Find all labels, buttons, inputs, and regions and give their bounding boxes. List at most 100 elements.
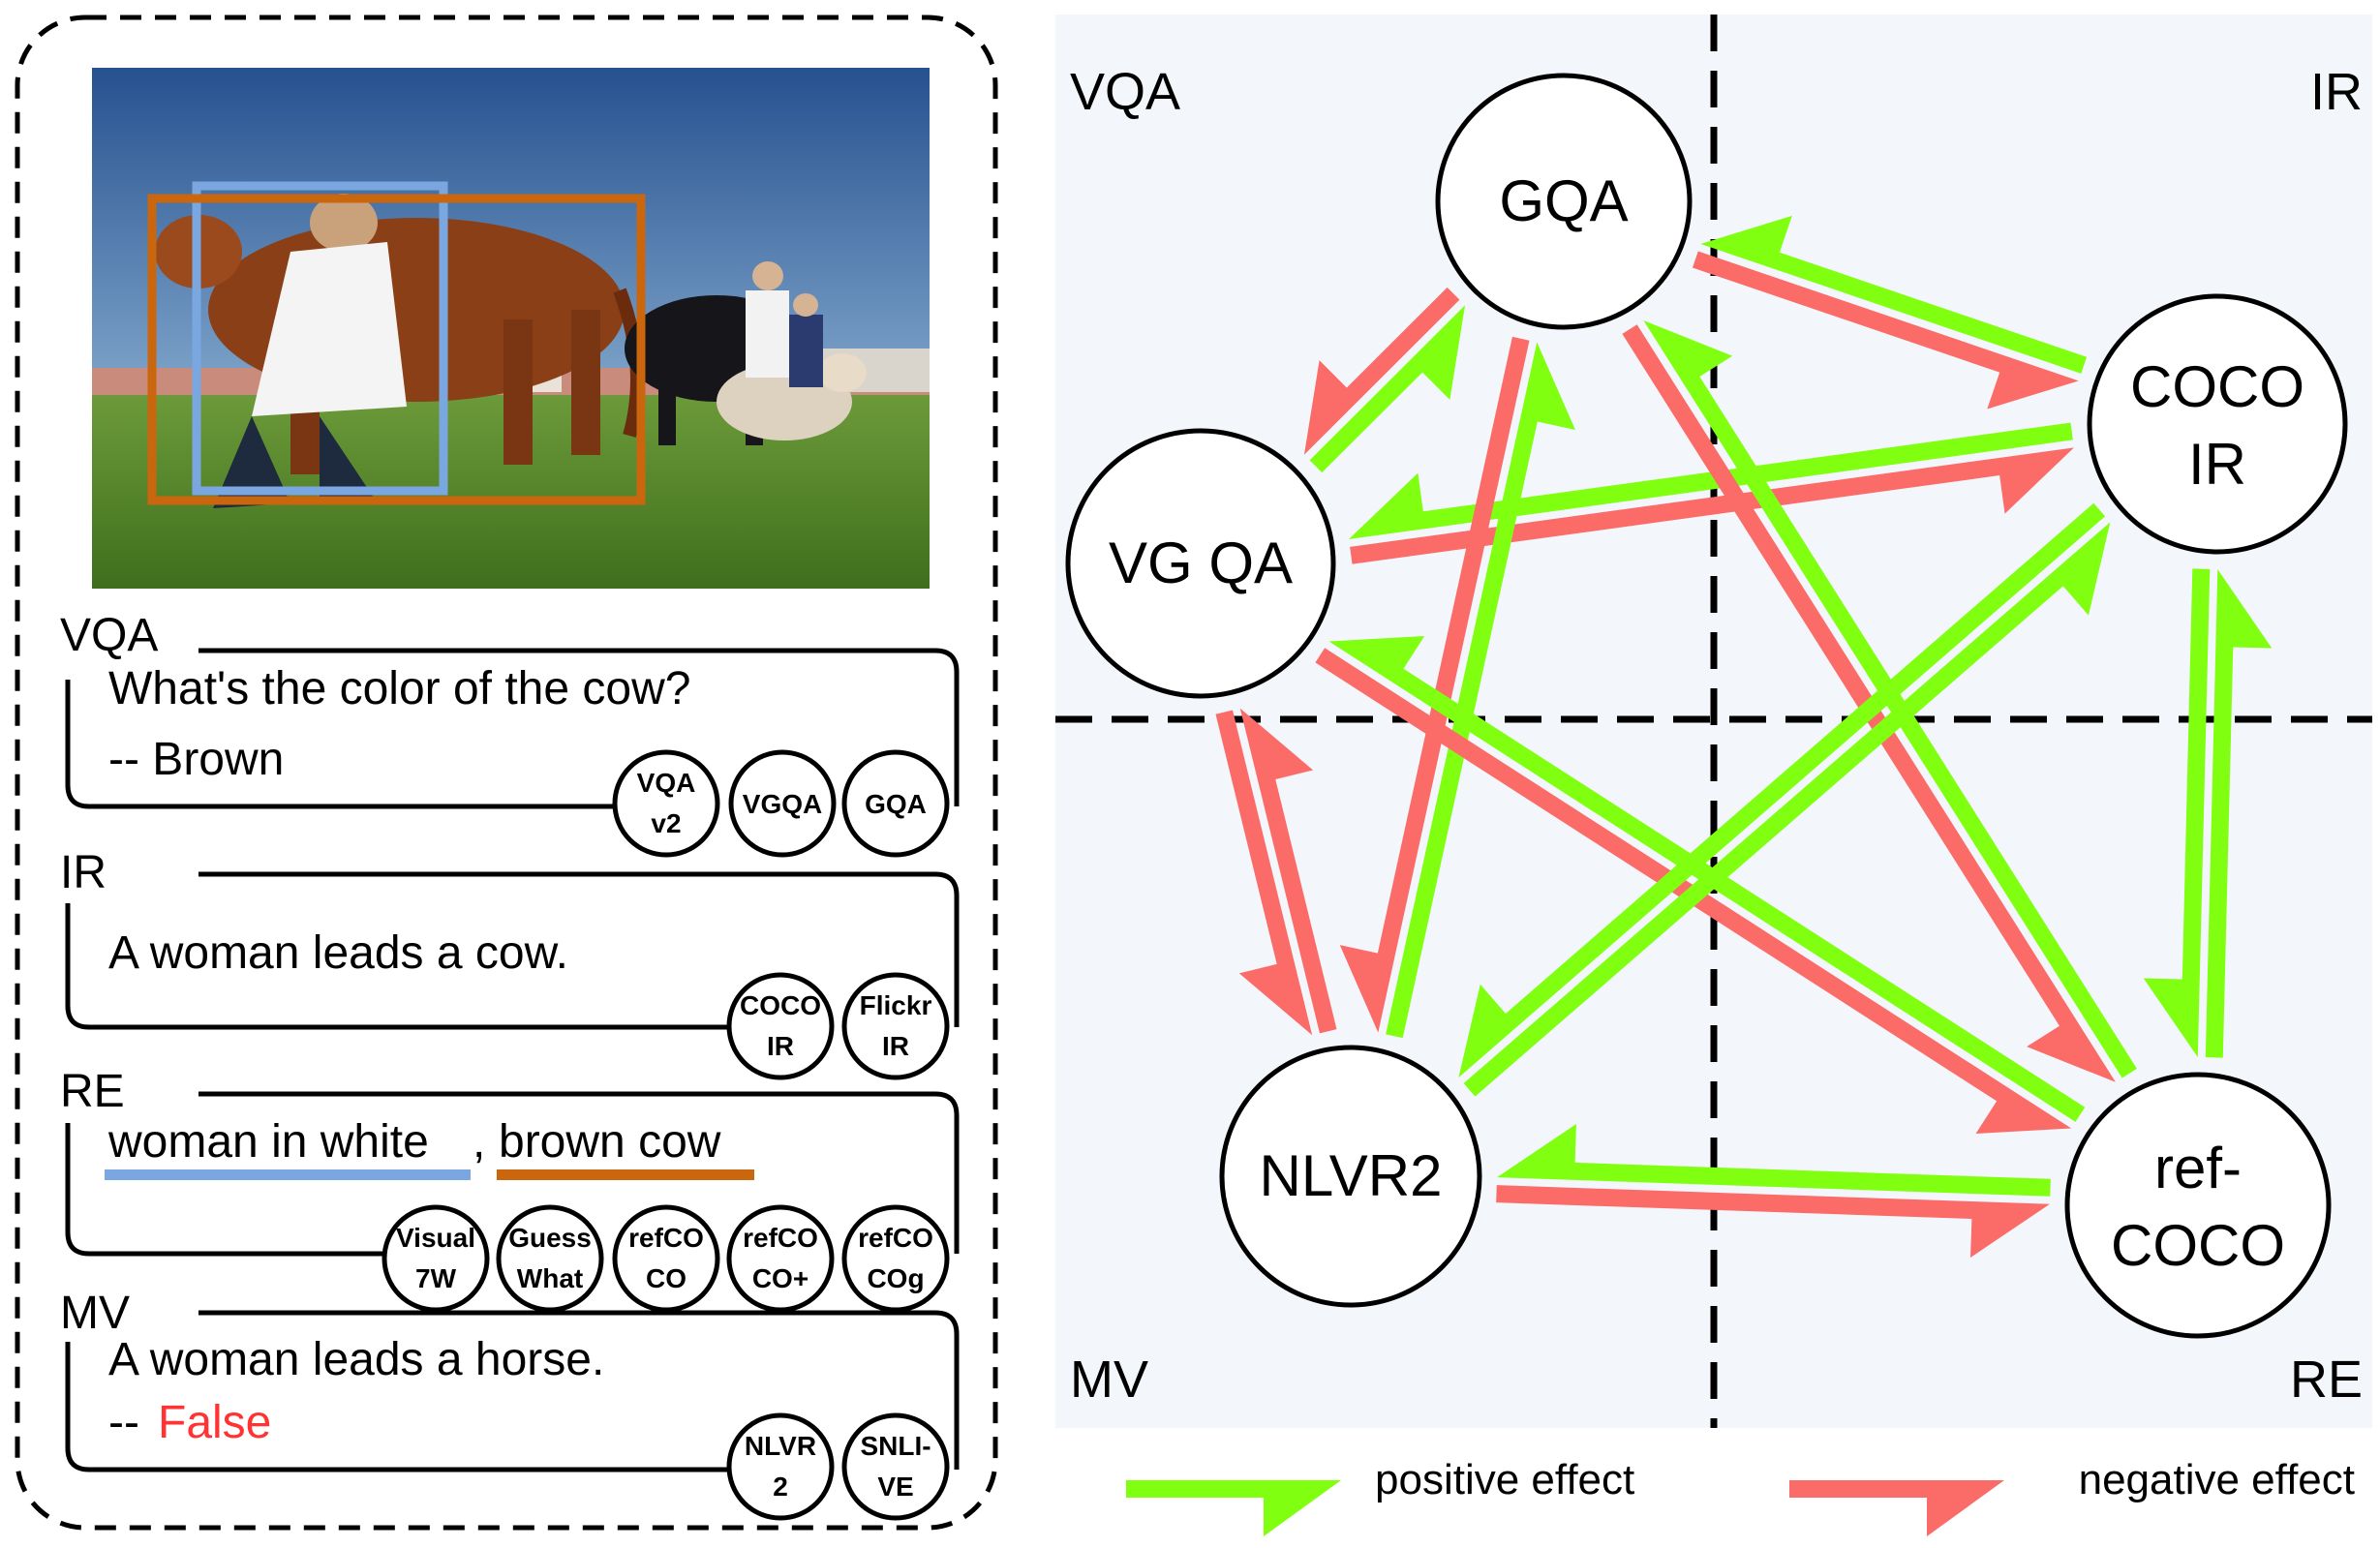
edge-cocoir-to-nlvr2-positive: [1458, 502, 2106, 1078]
node-label: ref-: [2154, 1136, 2242, 1200]
dataset-badge-label: VQA: [637, 768, 696, 798]
woman-bounding-box: [192, 181, 448, 496]
dataset-badge-label: VGQA: [743, 789, 822, 819]
node-vgqa: VG QA: [1065, 428, 1336, 699]
task-bracket-ir: [65, 871, 960, 1030]
dataset-badge: VGQA: [728, 749, 837, 858]
dataset-badge-label: COCO: [740, 990, 821, 1020]
edge-nlvr2-to-gqa-positive: [1386, 342, 1575, 1039]
dataset-badge-circle: [726, 1412, 835, 1521]
edge-layer: [1215, 215, 2273, 1258]
node-refcoco: ref- COCO: [2064, 1072, 2332, 1339]
quadrant-label-mv: MV: [1070, 1351, 1148, 1409]
edge-refcoco-to-nlvr2-positive: [1497, 1123, 2051, 1197]
edge-vgqa-to-cocoir-negative: [1350, 447, 2074, 564]
re-underline-woman: [105, 1169, 471, 1180]
node-label: COCO: [2130, 354, 2304, 419]
cow-bounding-box: [147, 194, 646, 505]
node-circle: [2064, 1072, 2332, 1339]
node-label: NLVR2: [1260, 1143, 1443, 1208]
node-circle: [1435, 73, 1693, 330]
legend-negative-label: negative effect: [2079, 1456, 2355, 1503]
dataset-badge-label: Visual: [396, 1223, 475, 1253]
re-phrase-separator: ,: [473, 1116, 485, 1168]
node-label: IR: [2188, 432, 2246, 497]
quadrant-label-vqa: VQA: [1070, 63, 1180, 121]
dataset-badge-label: COg: [867, 1263, 924, 1293]
edge-gqa-to-cocoir-negative: [1692, 251, 2079, 410]
dataset-badge-circle: [841, 1412, 950, 1521]
transfer-graph-panel: VQA IR MV RE GQA COCO IR VG QA NLVR2 ref- COCO: [1055, 15, 2372, 1428]
re-phrase-woman: woman in white: [107, 1116, 429, 1168]
dataset-badge-label: CO+: [752, 1263, 809, 1293]
dataset-badge-label: VE: [877, 1472, 913, 1502]
edge-refcoco-to-cocoir-positive: [2205, 569, 2273, 1058]
node-label: VG QA: [1109, 531, 1293, 595]
edge-cocoir-to-refcoco-positive: [2143, 568, 2211, 1057]
quadrant-label-re: RE: [2290, 1351, 2363, 1409]
dataset-badge-circle: [496, 1204, 604, 1313]
dataset-badge-label: refCO: [743, 1223, 818, 1253]
dataset-badge-label: What: [517, 1263, 583, 1293]
edge-nlvr2-to-cocoir-positive: [1463, 522, 2111, 1097]
dataset-badge-circle: [841, 972, 950, 1080]
dataset-badge-circle: [841, 749, 950, 858]
dataset-badge-label: Guess: [508, 1223, 592, 1253]
node-cocoir: COCO IR: [2087, 293, 2348, 555]
legend: positive effect negative effect: [1126, 1456, 2355, 1536]
mv-answer-false: False: [158, 1397, 271, 1448]
task-label-re: RE: [60, 1066, 125, 1117]
node-circle: [1065, 428, 1336, 699]
dataset-badge: SNLI- VE: [841, 1412, 950, 1521]
legend-positive-arrow: [1126, 1480, 1341, 1536]
task-text-ir-0: A woman leads a cow.: [108, 927, 568, 979]
node-nlvr2: NLVR2: [1219, 1045, 1482, 1308]
dataset-badge: COCO IR: [726, 972, 835, 1080]
cow-show-photo: [92, 68, 930, 589]
edge-gqa-to-vgqa-negative: [1303, 287, 1460, 455]
task-text-vqa-0: What's the color of the cow?: [108, 663, 690, 714]
dataset-badge-label: IR: [882, 1031, 909, 1061]
dataset-badge-label: CO: [646, 1263, 687, 1293]
dataset-badge-circle: [612, 749, 720, 858]
dataset-badge: refCO CO+: [726, 1204, 835, 1313]
dashed-panel-border: [15, 15, 998, 1531]
quadrant-label-ir: IR: [2310, 63, 2363, 121]
dataset-badge-circle: [726, 972, 835, 1080]
edge-vgqa-to-nlvr2-negative: [1215, 710, 1313, 1036]
mv-answer-prefix: --: [108, 1397, 139, 1448]
node-label: COCO: [2111, 1213, 2285, 1278]
dataset-badge: GQA: [841, 749, 950, 858]
dataset-badge-label: refCO: [628, 1223, 704, 1253]
edge-nlvr2-to-refcoco-negative: [1496, 1185, 2050, 1258]
dataset-badge-label: IR: [767, 1031, 794, 1061]
legend-positive-label: positive effect: [1375, 1456, 1634, 1503]
node-circle: [1219, 1045, 1482, 1308]
node-layer: GQA COCO IR VG QA NLVR2 ref- COCO: [1065, 73, 2348, 1339]
node-circle: [2087, 293, 2348, 555]
dataset-badge: NLVR2: [726, 1412, 835, 1521]
edge-nlvr2-to-vgqa-negative: [1239, 708, 1337, 1034]
dataset-badge-label: SNLI-: [860, 1431, 931, 1461]
dataset-badge-label: NLVR: [745, 1431, 816, 1461]
dataset-badge-circle: [381, 1204, 490, 1313]
dataset-badge-label: Flickr: [860, 990, 932, 1020]
dataset-badge-label: 7W: [415, 1263, 457, 1293]
task-bracket-mv: [65, 1310, 960, 1472]
edge-gqa-to-nlvr2-negative: [1339, 336, 1530, 1033]
task-bracket-re: [65, 1091, 960, 1257]
task-label-vqa: VQA: [60, 610, 158, 661]
task-bracket-vqa: [65, 648, 960, 809]
dataset-badge-circle: [841, 1204, 950, 1313]
dataset-badge: refCO CO: [612, 1204, 720, 1313]
node-label: GQA: [1499, 168, 1628, 233]
dataset-badge: Visual 7W: [381, 1204, 490, 1313]
